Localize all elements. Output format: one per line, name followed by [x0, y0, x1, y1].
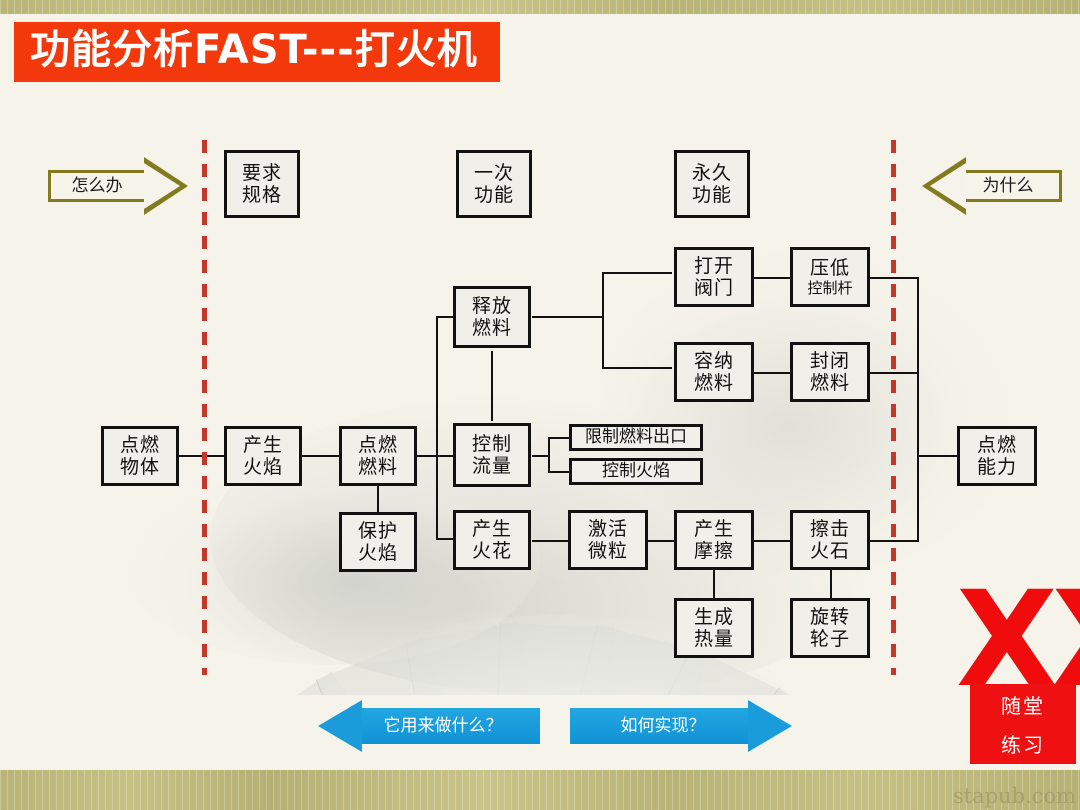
node-spin-wheel: 旋转轮子	[790, 598, 870, 658]
logo-mark: XX	[956, 563, 1080, 717]
arrow-how-to-achieve-label: 如何实现？	[620, 716, 706, 736]
connector	[713, 569, 715, 599]
arrow-how-to: 怎么办	[48, 157, 188, 215]
connector	[532, 316, 603, 318]
node-ignite-fuel: 点燃燃料	[339, 426, 417, 486]
page-title-text: 功能分析FAST---打火机	[30, 27, 478, 73]
logo-plate: 随堂 练习	[970, 684, 1076, 764]
exercise-logo: XX 随堂 练习	[956, 574, 1080, 770]
connector	[648, 540, 674, 542]
page-title: 功能分析FAST---打火机	[14, 22, 500, 82]
connector	[300, 455, 342, 457]
connector	[436, 455, 453, 457]
connector	[548, 471, 570, 473]
arrow-why-label: 为什么	[982, 176, 1034, 196]
decorative-band-top	[0, 0, 1080, 14]
connector	[754, 277, 790, 279]
node-make-flame: 产生火焰	[224, 426, 302, 486]
node-strike-flint: 擦击火石	[790, 510, 870, 570]
arrow-how-to-label: 怎么办	[71, 176, 123, 196]
header-requirement-spec: 要求规格	[224, 150, 300, 218]
connector	[917, 455, 958, 457]
node-light-object: 点燃物体	[101, 426, 179, 486]
node-activate-particle: 激活微粒	[568, 510, 648, 570]
node-make-spark: 产生火花	[453, 510, 531, 570]
divider-dashed-left	[202, 140, 207, 675]
node-ignition-ability: 点燃能力	[957, 426, 1037, 486]
node-control-flow: 控制流量	[453, 423, 531, 487]
node-hold-fuel: 容纳燃料	[674, 342, 754, 402]
header-primary-function: 一次功能	[456, 150, 532, 218]
divider-dashed-right	[891, 140, 896, 675]
header-permanent-function: 永久功能	[674, 150, 750, 218]
connector	[532, 455, 549, 457]
connector	[602, 272, 672, 274]
connector	[532, 540, 568, 542]
node-protect-flame: 保护火焰	[339, 512, 417, 572]
connector	[548, 437, 550, 473]
arrow-what-is-it-for-label: 它用来做什么？	[383, 716, 503, 736]
connector	[754, 372, 790, 374]
connector	[754, 540, 790, 542]
connector	[602, 367, 672, 369]
arrow-why: 为什么	[920, 157, 1062, 215]
connector	[830, 569, 832, 599]
connector	[602, 272, 604, 368]
connector	[917, 277, 919, 541]
node-limit-fuel-outlet: 限制燃料出口	[569, 424, 703, 451]
node-release-fuel: 释放燃料	[453, 286, 531, 348]
logo-line-1: 随堂	[1001, 694, 1045, 718]
connector	[491, 351, 493, 421]
node-control-flame: 控制火焰	[569, 458, 703, 485]
node-make-heat: 生成热量	[674, 598, 754, 658]
watermark: stapub.com	[952, 784, 1076, 808]
arrow-how-to-achieve: 如何实现？	[570, 700, 792, 752]
connector	[436, 316, 453, 318]
node-open-valve: 打开阀门	[674, 247, 754, 307]
connector	[377, 484, 379, 514]
connector	[436, 538, 453, 540]
connector	[436, 316, 438, 538]
node-press-lever: 压低控制杆	[790, 247, 870, 307]
connector	[548, 437, 570, 439]
arrow-what-is-it-for: 它用来做什么？	[318, 700, 540, 752]
decorative-band-bottom	[0, 770, 1080, 810]
connector	[415, 455, 437, 457]
logo-line-2: 练习	[1001, 733, 1045, 757]
node-make-friction: 产生摩擦	[674, 510, 754, 570]
node-seal-fuel: 封闭燃料	[790, 342, 870, 402]
